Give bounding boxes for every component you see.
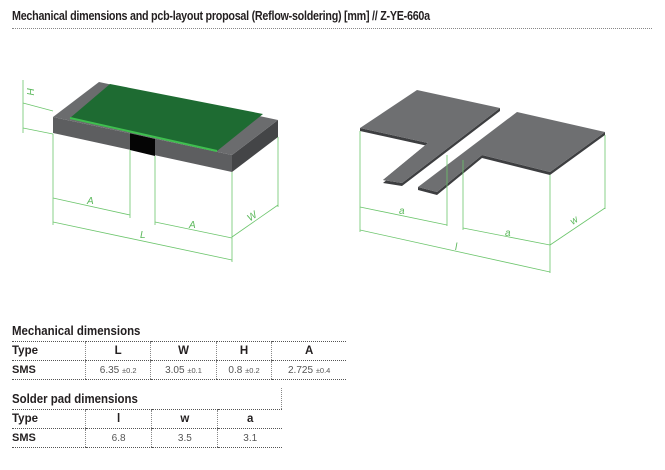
cell-H: 0.8 ±0.2 [215, 360, 272, 380]
solder-pad-right [418, 112, 605, 192]
col-a: a [217, 409, 282, 429]
col-W: W [150, 341, 217, 361]
cell-l: 6.8 [84, 428, 152, 448]
col-w: w [151, 409, 218, 429]
resistor-gap [130, 133, 155, 156]
dim-label-H: H [24, 88, 35, 96]
table-header-row: Type L W H A [12, 341, 346, 361]
mechanical-table: Type L W H A SMS 6.35 ±0.2 3.05 ±0.1 0.8… [12, 341, 346, 380]
dim-label-l: l [455, 242, 458, 253]
dim-label-a: a [399, 206, 405, 217]
cell-L: 6.35 ±0.2 [84, 360, 151, 380]
resistive-layer [70, 84, 263, 151]
col-l: l [84, 409, 152, 429]
dim-label-A: A [188, 220, 196, 231]
solder-table: Type l w a SMS 6.8 3.5 3.1 [12, 409, 282, 448]
body-right-side [232, 120, 278, 172]
cell-A: 2.725 ±0.4 [271, 360, 346, 380]
cell-type: SMS [12, 428, 86, 448]
dim-label-a: a [505, 228, 511, 239]
col-A: A [271, 341, 346, 361]
cell-w: 3.5 [151, 428, 218, 448]
dim-label-L: L [140, 230, 146, 241]
table-row: SMS 6.8 3.5 3.1 [12, 428, 282, 448]
title-divider [12, 28, 652, 29]
solder-pad-left [360, 90, 500, 183]
col-type: Type [12, 409, 86, 429]
component-drawing: H A A L W a a l w [22, 80, 606, 273]
solder-heading: Solder pad dimensions [12, 391, 138, 406]
dim-label-A: A [86, 196, 94, 207]
cell-W: 3.05 ±0.1 [150, 360, 217, 380]
table-row: SMS 6.35 ±0.2 3.05 ±0.1 0.8 ±0.2 2.725 ±… [12, 360, 346, 380]
dim-label-W: W [245, 209, 260, 224]
solder-pads-drawing [360, 90, 605, 195]
cell-type: SMS [12, 360, 86, 380]
col-type: Type [12, 341, 86, 361]
table-header-row: Type l w a [12, 409, 282, 429]
cell-a: 3.1 [217, 428, 282, 448]
col-H: H [215, 341, 272, 361]
col-L: L [84, 341, 151, 361]
page-title: Mechanical dimensions and pcb-layout pro… [12, 9, 430, 23]
mechanical-heading: Mechanical dimensions [12, 323, 141, 338]
table-divider [281, 388, 282, 409]
green-edge [69, 117, 218, 152]
